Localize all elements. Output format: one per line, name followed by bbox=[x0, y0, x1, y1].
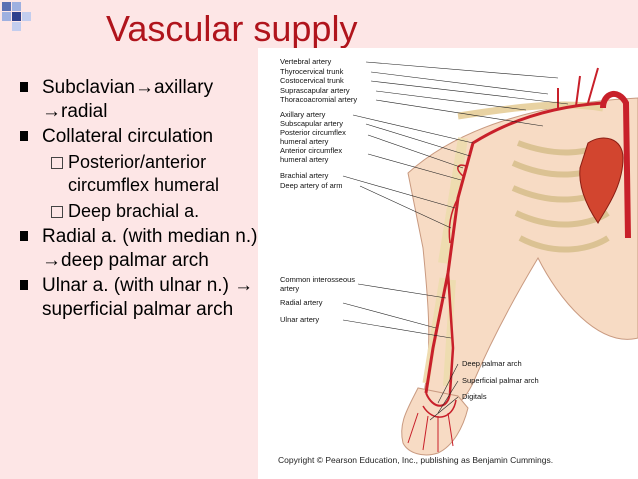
label-deep-artery-of-arm: Deep artery of arm bbox=[280, 181, 343, 190]
label-subscapular-artery: Subscapular artery bbox=[280, 119, 343, 128]
label-ulnar-artery: Ulnar artery bbox=[280, 315, 320, 324]
bullet-square-icon bbox=[20, 82, 28, 92]
corner-decoration bbox=[0, 0, 40, 40]
label-axillary-artery: Axillary artery bbox=[280, 110, 326, 119]
sub-bullet-box-icon bbox=[51, 205, 63, 218]
sub-bullet-text: Deep brachial a. bbox=[68, 200, 200, 221]
arm-illustration bbox=[342, 61, 638, 456]
bullet-square-icon bbox=[20, 280, 28, 290]
label-posterior-circumflex-humeral-artery: Posterior circumflex humeral artery bbox=[280, 128, 346, 146]
label-costocervical-trunk: Costocervical trunk bbox=[280, 76, 344, 85]
bullet-text: Subclavian→axillary →radial bbox=[42, 77, 214, 122]
label-common-interosseous-artery: Common interosseous artery bbox=[280, 275, 356, 293]
bullet-text: Radial a. (with median n.) →deep palmar … bbox=[42, 226, 258, 271]
sub-bullet-item: Deep brachial a. bbox=[20, 200, 260, 224]
bullet-item: Subclavian→axillary →radial bbox=[20, 76, 260, 123]
sub-bullet-item: Posterior/anterior circumflex humeral bbox=[20, 151, 260, 198]
label-anterior-circumflex-humeral-artery: Anterior circumflex humeral artery bbox=[280, 146, 343, 164]
label-vertebral-artery: Vertebral artery bbox=[280, 57, 332, 66]
arm-artery-figure: Vertebral artery Thyrocervical trunk Cos… bbox=[258, 48, 638, 479]
bullet-square-icon bbox=[20, 131, 28, 141]
bullet-item: Radial a. (with median n.) →deep palmar … bbox=[20, 225, 260, 272]
sub-bullet-text: Posterior/anterior circumflex humeral bbox=[68, 151, 220, 196]
copyright-notice: Copyright © Pearson Education, Inc., pub… bbox=[278, 455, 554, 465]
bullet-square-icon bbox=[20, 231, 28, 241]
bullet-list: Subclavian→axillary →radial Collateral c… bbox=[20, 76, 260, 323]
label-thoracoacromial-artery: Thoracoacromial artery bbox=[280, 95, 358, 104]
sub-bullet-box-icon bbox=[51, 156, 63, 169]
bullet-item: Ulnar a. (with ulnar n.) → superficial p… bbox=[20, 274, 260, 321]
label-radial-artery: Radial artery bbox=[280, 298, 323, 307]
label-brachial-artery: Brachial artery bbox=[280, 171, 329, 180]
slide-title: Vascular supply bbox=[106, 8, 358, 49]
label-suprascapular-artery: Suprascapular artery bbox=[280, 86, 350, 95]
bullet-text: Collateral circulation bbox=[42, 126, 214, 147]
label-digitals: Digitals bbox=[462, 392, 487, 401]
bullet-text: Ulnar a. (with ulnar n.) → superficial p… bbox=[42, 275, 254, 320]
bullet-item: Collateral circulation bbox=[20, 125, 260, 149]
label-deep-palmar-arch: Deep palmar arch bbox=[462, 359, 522, 368]
label-superficial-palmar-arch: Superficial palmar arch bbox=[462, 376, 539, 385]
label-thyrocervical-trunk: Thyrocervical trunk bbox=[280, 67, 344, 76]
